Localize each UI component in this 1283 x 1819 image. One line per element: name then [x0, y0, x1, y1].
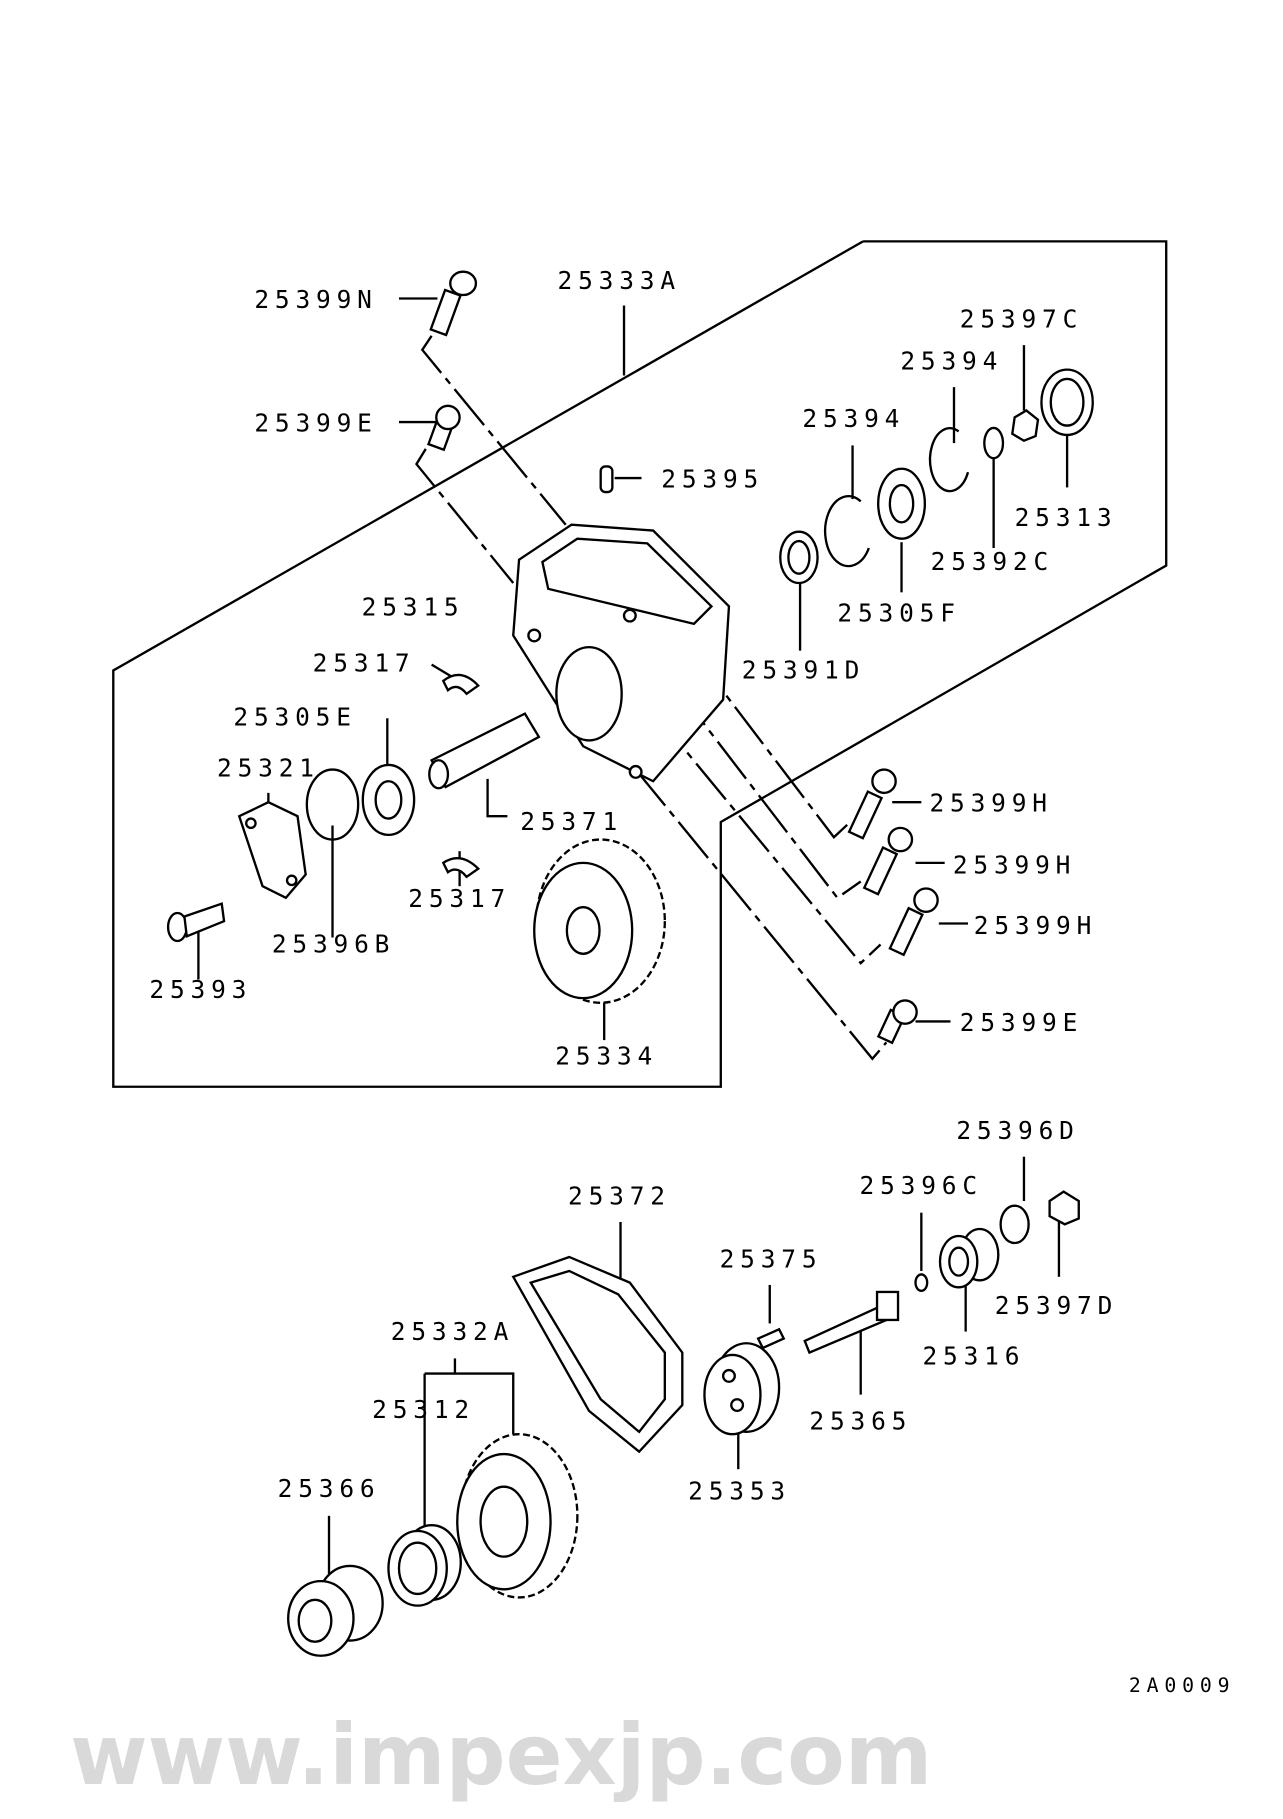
bolt-25399h-2 [862, 826, 914, 896]
bolt-25399e-bottom [876, 999, 918, 1045]
assembly-axes [415, 335, 888, 1061]
label-25305e: 25305E [233, 702, 356, 731]
label-25305f: 25305F [837, 598, 960, 627]
assembly-frame [112, 240, 1168, 1088]
bolt-25399e-top [426, 404, 461, 452]
snap-ring-upper [928, 426, 970, 493]
washer-25392c [983, 426, 1005, 460]
label-25391d: 25391D [742, 656, 865, 685]
cover-25321 [237, 800, 307, 900]
sleeve-25316 [938, 1227, 1000, 1289]
key-lower [441, 857, 481, 879]
gear-25332a [456, 1433, 579, 1599]
label-25396c: 25396C [860, 1171, 983, 1200]
dowel-pin [599, 465, 614, 494]
o-ring-25396b [305, 768, 360, 841]
label-25353: 25353 [688, 1477, 791, 1506]
label-25396b: 25396B [272, 930, 395, 959]
label-25396d: 25396D [956, 1116, 1079, 1145]
pin-25375 [756, 1327, 786, 1350]
bolt-25399h-3 [888, 887, 939, 957]
key-upper [441, 673, 481, 696]
label-25315: 25315 [362, 593, 465, 622]
diagram-code: 2A0009 [1129, 1674, 1236, 1697]
label-25321: 25321 [217, 754, 320, 783]
o-ring-25396d [999, 1204, 1030, 1245]
label-25399h-1: 25399H [930, 789, 1053, 818]
label-25399h-3: 25399H [974, 911, 1097, 940]
bearing-25305e [361, 763, 416, 837]
watermark: www.impexjp.com [70, 1706, 932, 1804]
label-25334: 25334 [555, 1042, 658, 1071]
label-25316: 25316 [923, 1341, 1026, 1370]
bearing-25305f [877, 467, 927, 540]
label-25366: 25366 [278, 1474, 381, 1503]
part-labels: 25399N 25333A 25397C 25394 25394 25399E … [149, 266, 1236, 1697]
label-25317-lower: 25317 [408, 884, 511, 913]
label-25371: 25371 [520, 807, 623, 836]
nut-25397d [1048, 1190, 1080, 1226]
label-25313: 25313 [1015, 503, 1118, 532]
stud-25365 [803, 1290, 900, 1355]
bearing-25312 [387, 1523, 462, 1607]
label-25394-upper: 25394 [900, 347, 1003, 376]
label-25399e-bottom: 25399E [960, 1008, 1083, 1037]
snap-ring-lower [823, 495, 870, 568]
pulley-25366 [287, 1564, 384, 1657]
oil-seal [1040, 368, 1094, 437]
gear-case [512, 523, 731, 783]
label-25395: 25395 [661, 464, 764, 493]
nut-25397c [1011, 409, 1040, 443]
label-25399e-top: 25399E [254, 408, 377, 437]
plate-25353 [703, 1342, 781, 1436]
label-25397d: 25397D [995, 1291, 1118, 1320]
bolt-25399n [429, 270, 478, 337]
shaft [428, 712, 541, 790]
bushing-25391d [779, 530, 819, 585]
o-ring-25396c [914, 1273, 929, 1292]
label-25372: 25372 [568, 1182, 671, 1211]
gear-25334 [533, 838, 666, 1004]
label-25392c: 25392C [931, 547, 1054, 576]
label-25394-lower: 25394 [802, 404, 905, 433]
label-25397c: 25397C [960, 305, 1083, 334]
bolt-25399h-1 [847, 768, 897, 840]
label-25399h-2: 25399H [953, 850, 1076, 879]
screw-25393 [166, 902, 226, 943]
label-25332a: 25332A [391, 1317, 514, 1346]
gasket-25372 [511, 1255, 684, 1454]
label-25365: 25365 [809, 1407, 912, 1436]
label-25399n: 25399N [254, 285, 377, 314]
label-25333a: 25333A [558, 266, 681, 295]
label-25375: 25375 [720, 1244, 823, 1273]
label-25317-upper: 25317 [313, 649, 416, 678]
label-25312: 25312 [372, 1395, 475, 1424]
label-25393: 25393 [149, 975, 252, 1004]
